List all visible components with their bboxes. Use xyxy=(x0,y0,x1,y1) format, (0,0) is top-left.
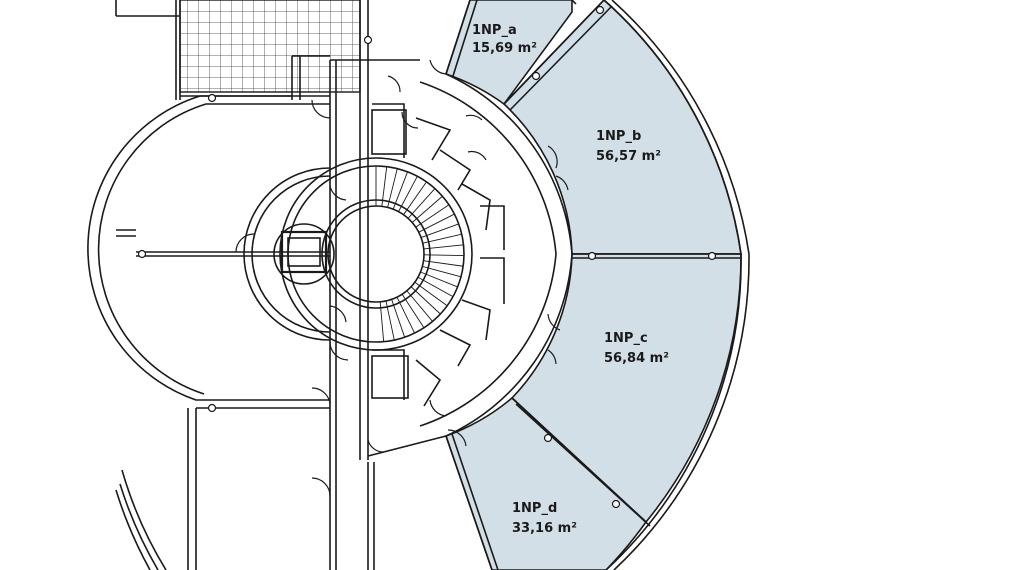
room-label-1np-a: 1NP_a xyxy=(472,23,517,38)
stair-tread xyxy=(420,271,458,288)
stair-tread xyxy=(423,260,464,267)
room-area-1np-a: 15,69 m² xyxy=(472,41,537,56)
room-area-1np-d: 33,16 m² xyxy=(512,521,577,536)
stair-tread xyxy=(396,296,415,334)
room-1np-c[interactable] xyxy=(510,253,742,524)
stair-tread xyxy=(420,223,459,239)
room-1np-a[interactable] xyxy=(444,0,573,106)
stair-tread xyxy=(410,286,441,315)
stair-tread xyxy=(398,176,418,212)
room-label-1np-b: 1NP_b xyxy=(596,129,641,144)
stair-tread xyxy=(379,301,385,342)
stair-tread xyxy=(381,166,388,207)
stair-tread xyxy=(403,181,427,215)
highlighted-rooms xyxy=(444,0,742,570)
room-label-1np-c: 1NP_c xyxy=(604,331,648,346)
stair-tread xyxy=(387,168,398,208)
room-area-1np-b: 56,57 m² xyxy=(596,149,661,164)
stair-tread xyxy=(411,195,443,223)
stair-tread xyxy=(391,299,406,338)
stair-tread xyxy=(418,213,455,233)
room-area-1np-c: 56,84 m² xyxy=(604,351,669,366)
stair-steps xyxy=(375,166,464,342)
stair-tread xyxy=(392,171,408,210)
stair-tread xyxy=(422,233,462,244)
stair-tread xyxy=(385,300,395,341)
terrace-hatch xyxy=(179,0,361,93)
stair-tread xyxy=(401,294,425,329)
stair-tread xyxy=(414,281,448,307)
doors xyxy=(235,59,569,497)
stair-tread xyxy=(422,265,462,278)
stair-tread xyxy=(423,244,464,250)
wall-nodes xyxy=(137,5,717,509)
stair-tread xyxy=(406,290,433,322)
stair-tread xyxy=(423,254,464,256)
stair-tread xyxy=(417,276,454,298)
stair-tread xyxy=(407,188,436,219)
room-labels: 1NP_a 15,69 m² 1NP_b 56,57 m² 1NP_c 56,8… xyxy=(472,23,669,536)
stair-tread xyxy=(415,204,450,228)
room-label-1np-d: 1NP_d xyxy=(512,501,557,516)
